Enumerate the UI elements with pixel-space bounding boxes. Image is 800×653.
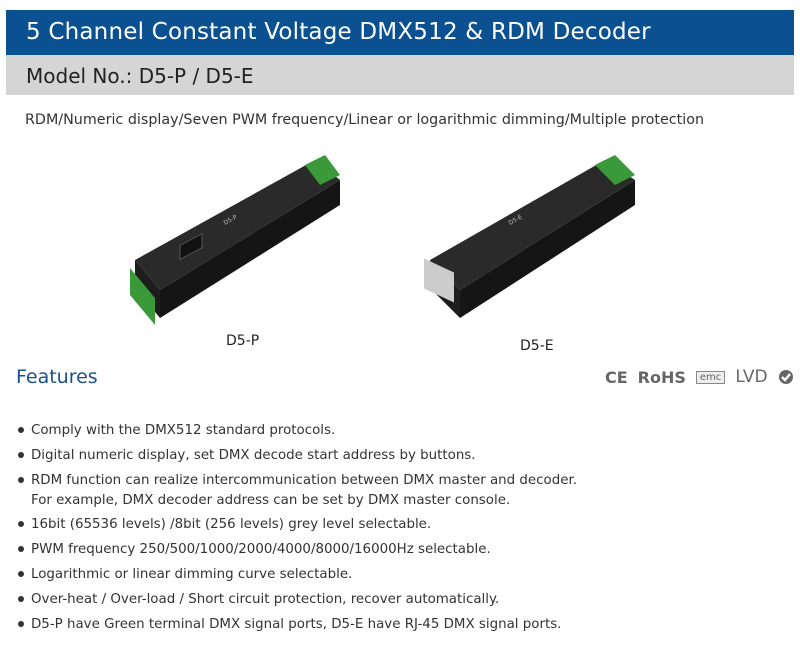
- c-tick-icon: [778, 370, 793, 384]
- subtitle: RDM/Numeric display/Seven PWM frequency/…: [25, 112, 705, 128]
- feature-list: Comply with the DMX512 standard protocol…: [18, 418, 577, 637]
- model-number: Model No.: D5-P / D5-E: [6, 55, 794, 95]
- lvd-mark: LVD: [735, 367, 768, 387]
- product-image-d5p: D5-P: [130, 155, 340, 325]
- feature-item: RDM function can realize intercommunicat…: [18, 468, 577, 512]
- feature-item: Comply with the DMX512 standard protocol…: [18, 418, 577, 443]
- feature-item: 16bit (65536 levels) /8bit (256 levels) …: [18, 512, 577, 537]
- rohs-mark: RoHS: [637, 367, 686, 387]
- feature-item: Digital numeric display, set DMX decode …: [18, 443, 577, 468]
- product-caption-d5p: D5-P: [226, 333, 260, 349]
- emc-mark: emc: [695, 370, 726, 384]
- product-caption-d5e: D5-E: [520, 338, 554, 354]
- feature-item: PWM frequency 250/500/1000/2000/4000/800…: [18, 537, 577, 562]
- product-image-d5e: D5-E: [424, 155, 635, 318]
- features-heading: Features: [16, 366, 98, 388]
- title-bar: 5 Channel Constant Voltage DMX512 & RDM …: [6, 10, 794, 55]
- ce-mark: CE: [605, 367, 628, 387]
- certification-logos: CE RoHS emc LVD: [605, 367, 794, 387]
- feature-item: Logarithmic or linear dimming curve sele…: [18, 562, 577, 587]
- feature-item: Over-heat / Over-load / Short circuit pr…: [18, 587, 577, 612]
- feature-item: D5-P have Green terminal DMX signal port…: [18, 612, 577, 637]
